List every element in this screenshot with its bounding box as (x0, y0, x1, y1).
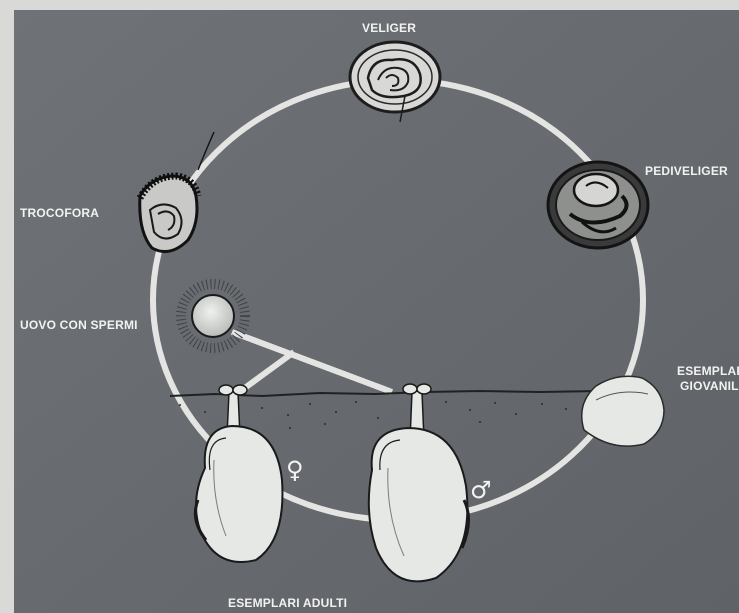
label-trocofora: TROCOFORA (20, 206, 99, 220)
female-symbol: ♀ (286, 456, 304, 484)
pediveliger-larva-illustration (548, 162, 648, 248)
label-esemplari-giovanili-line1: ESEMPLARI (677, 364, 739, 378)
label-pediveliger: PEDIVELIGER (645, 164, 728, 178)
male-symbol: ♂ (470, 476, 492, 504)
label-veliger: VELIGER (362, 21, 416, 35)
label-esemplari-adulti: ESEMPLARI ADULTI (228, 596, 347, 610)
label-uovo-con-spermi: UOVO CON SPERMI (20, 318, 138, 332)
label-esemplari-giovanili-line2: GIOVANILI (680, 379, 739, 393)
